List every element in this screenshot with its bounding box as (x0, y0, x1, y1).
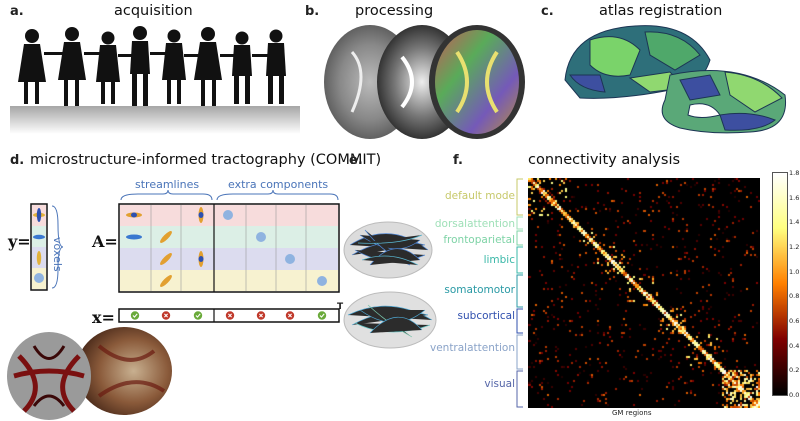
network-label: visual (484, 378, 515, 390)
y-symbol: y= (8, 232, 31, 251)
heatmap-xlabel: GM regions (612, 409, 652, 417)
person-silhouette (18, 29, 46, 104)
colorbar (772, 172, 788, 396)
colorbar-tick-label: 1.0 (789, 267, 800, 276)
panel-b-title: processing (355, 3, 434, 19)
silhouettes-illustration (10, 26, 300, 134)
colorbar-tick-label: 0.0 (789, 391, 800, 399)
column-braces (120, 190, 339, 201)
panel-a-letter: a. (10, 4, 24, 19)
colorbar-tick-label: 0.8 (789, 292, 800, 301)
cross-icon (285, 311, 295, 320)
colorbar-tick-label: 0.2 (789, 366, 800, 375)
network-label: ventralattention (429, 342, 515, 354)
person-silhouette (266, 29, 286, 104)
colorbar-tick-label: 1.8 (789, 169, 800, 177)
x-vector (118, 308, 340, 323)
person-silhouette (194, 27, 222, 106)
connectome-brains-image (343, 221, 437, 349)
y-vector (30, 203, 64, 291)
colorbar-tick-label: 1.2 (789, 243, 800, 251)
panel-d-title: microstructure-informed tractography (CO… (30, 152, 382, 168)
panel-d-letter: d. (10, 153, 25, 168)
network-bracket (516, 246, 523, 274)
panel-c-title: atlas registration (599, 3, 723, 19)
atlas-brain-image (564, 25, 787, 134)
network-label: default mode (444, 190, 515, 202)
tractography-brain-image (7, 327, 172, 420)
x-symbol: x= (92, 308, 115, 327)
person-silhouette (96, 31, 120, 104)
network-label: limbic (483, 254, 515, 266)
cross-icon (225, 311, 235, 320)
panel-a-title: acquisition (114, 3, 193, 19)
network-label: frontoparietal (443, 234, 515, 246)
transpose-symbol: T (337, 302, 344, 312)
network-bracket (516, 216, 523, 230)
person-silhouette (162, 29, 186, 104)
connectivity-heatmap (528, 178, 760, 408)
brain-slices-image (324, 25, 525, 139)
person-silhouette (58, 27, 86, 106)
network-bracket (516, 334, 523, 370)
person-silhouette (232, 31, 252, 104)
network-bracket (516, 370, 523, 408)
network-label: dorsalattention (434, 218, 515, 230)
colorbar-tick-label: 0.6 (789, 317, 800, 325)
network-bracket (516, 308, 523, 334)
person-silhouette (130, 26, 150, 106)
extra-components-label: extra components (228, 178, 329, 191)
streamlines-label: streamlines (135, 178, 200, 191)
network-label: somatomotor (444, 284, 515, 296)
network-bracket (516, 274, 523, 308)
A-symbol: A= (92, 232, 118, 251)
panel-b-letter: b. (305, 4, 320, 19)
network-brackets (516, 178, 523, 408)
panel-f-title: connectivity analysis (528, 152, 681, 168)
colorbar-tick-label: 1.4 (789, 218, 800, 227)
check-icon (130, 311, 140, 320)
network-bracket (516, 178, 523, 216)
network-label: subcortical (457, 310, 515, 322)
cross-icon (161, 311, 171, 320)
panel-f-letter: f. (453, 153, 463, 168)
colorbar-tick-label: 1.6 (789, 193, 800, 202)
A-matrix (118, 203, 340, 293)
colorbar-tick-label: 0.4 (789, 341, 800, 350)
check-icon (317, 311, 327, 320)
voxels-label: voxels (51, 237, 64, 272)
network-bracket (516, 230, 523, 246)
panel-c-letter: c. (541, 4, 554, 19)
panel-e-letter: e. (349, 153, 363, 168)
cross-icon (256, 311, 266, 320)
check-icon (193, 311, 203, 320)
